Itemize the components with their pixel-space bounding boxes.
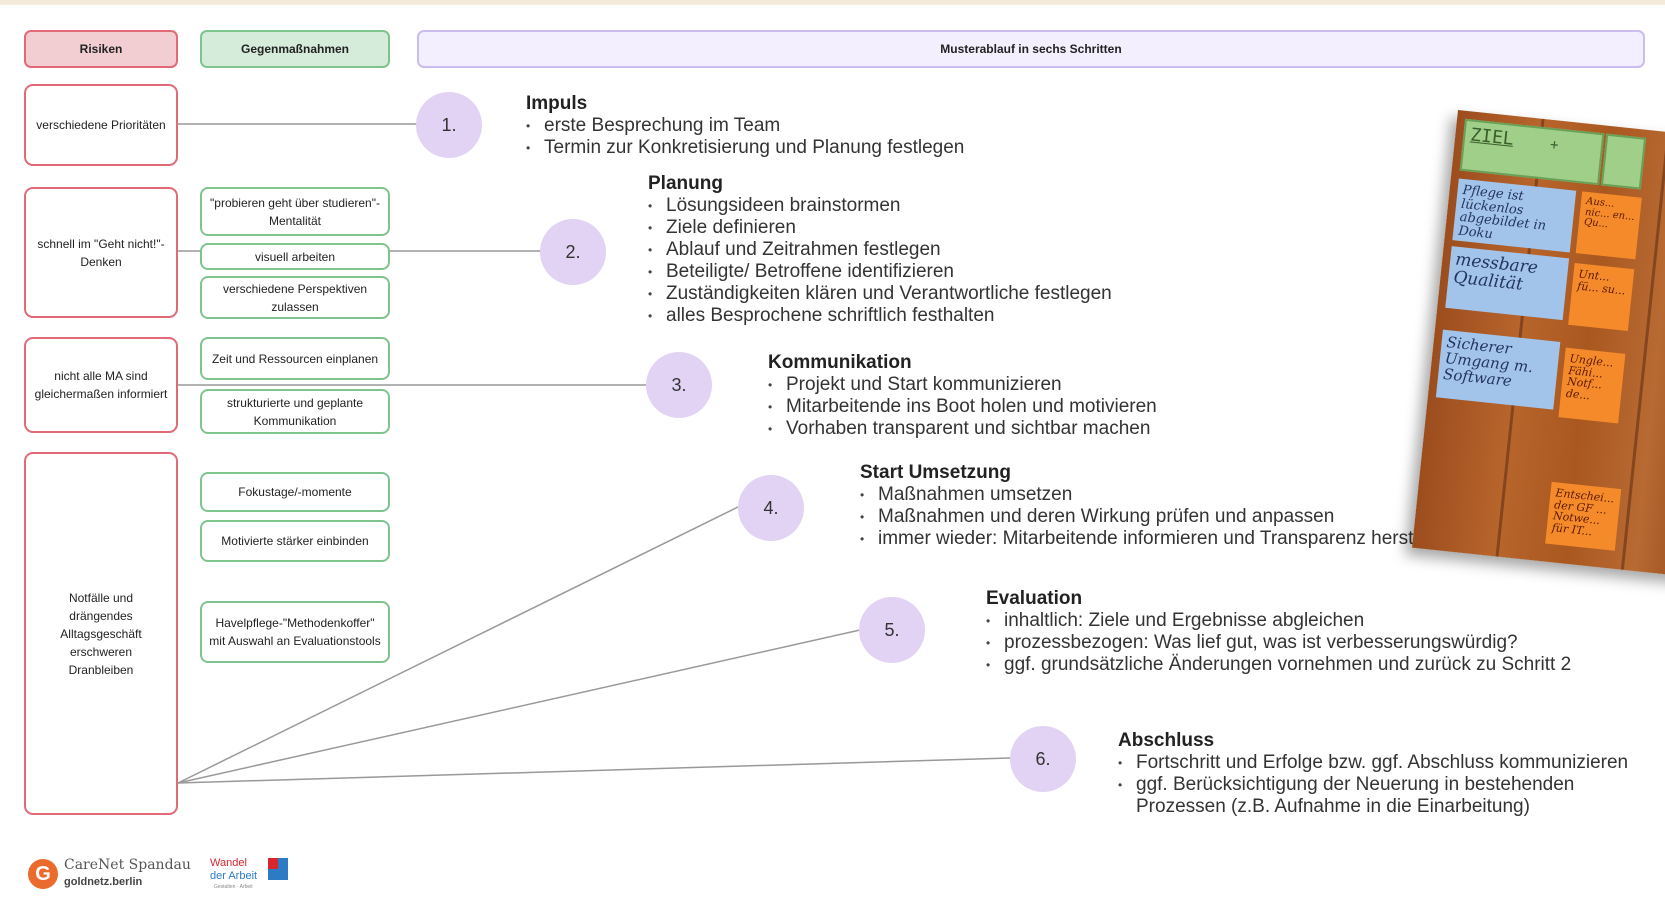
step-2-item: Beteiligte/ Betroffene identifizieren [648,261,1112,283]
step-3-item: Mitarbeitende ins Boot holen und motivie… [768,396,1157,418]
step-6-circle: 6. [1010,726,1076,792]
connector-5 [177,629,861,784]
countermeasure-5: strukturierte und geplante Kommunikation [200,389,390,434]
connector-6 [177,757,1011,784]
step-2-title: Planung [648,173,723,194]
countermeasure-6: Fokustage/-momente [200,472,390,512]
countermeasures-header: Gegenmaßnahmen [200,30,390,68]
step-2-item: Ablauf und Zeitrahmen festlegen [648,239,1112,261]
top-band [0,0,1665,5]
step-3-list: Projekt und Start kommunizieren Mitarbei… [768,374,1157,440]
countermeasure-1: "probieren geht über studieren"-Mentalit… [200,187,390,236]
wandel-logo-line1: Wandel [210,857,247,869]
step-4-item: Maßnahmen umsetzen [860,484,1454,506]
step-1-text: Impuls erste Besprechung im Team Termin … [526,93,964,159]
step-6-list: Fortschritt und Erfolge bzw. ggf. Abschl… [1118,752,1663,818]
flow-header: Musterablauf in sechs Schritten [417,30,1645,68]
step-5-item: prozessbezogen: Was lief gut, was ist ve… [986,632,1571,654]
step-6-item: Fortschritt und Erfolge bzw. ggf. Abschl… [1118,752,1663,774]
note-goal-header: ZIEL + [1459,118,1605,186]
note-orange-4: Entschei... der GF ... Notwe... für IT..… [1545,481,1622,551]
step-2-item: alles Besprochene schriftlich festhalten [648,305,1112,327]
countermeasure-8: Havelpflege-"Methodenkoffer" mit Auswahl… [200,601,390,663]
step-1-item: Termin zur Konkretisierung und Planung f… [526,137,964,159]
sticky-notes-photo: ZIEL + Pflege ist lückenlos abgebildet i… [1412,110,1665,577]
step-1-item: erste Besprechung im Team [526,115,964,137]
step-1-list: erste Besprechung im Team Termin zur Kon… [526,115,964,159]
step-2-list: Lösungsideen brainstormen Ziele definier… [648,195,1112,327]
step-4-item: immer wieder: Mitarbeitende informieren … [860,528,1454,550]
step-1-title: Impuls [526,93,588,114]
note-plus: + [1549,136,1560,154]
step-4-circle: 4. [738,475,804,541]
countermeasure-4: Zeit und Ressourcen einplanen [200,337,390,380]
note-blue-3: Sicherer Umgang m. Software [1435,329,1561,410]
note-orange-3: Ungle... Fähi... Notf... de... [1558,347,1626,424]
wandel-logo-subtitle: Gestalten · Arbeit [214,884,253,890]
note-orange-2: Unt... fü... su... [1568,263,1635,331]
step-5-circle: 5. [859,597,925,663]
note-blue-1: Pflege ist lückenlos abgebildet in Doku [1452,178,1577,253]
goldnetz-logo-text: goldnetz.berlin [64,876,143,888]
step-3-item: Vorhaben transparent und sichtbar machen [768,418,1157,440]
step-5-title: Evaluation [986,588,1083,609]
step-2-item: Zuständigkeiten klären und Verantwortlic… [648,283,1112,305]
wandel-logo-icon-accent [268,858,278,869]
step-2-item: Ziele definieren [648,217,1112,239]
step-3-title: Kommunikation [768,352,912,373]
step-2-item: Lösungsideen brainstormen [648,195,1112,217]
step-1-circle: 1. [416,92,482,158]
carenet-logo-text: CareNet Spandau [64,857,191,873]
countermeasure-7: Motivierte stärker einbinden [200,520,390,562]
step-6-item: ggf. Berücksichtigung der Neuerung in be… [1118,774,1663,818]
step-6-title: Abschluss [1118,730,1215,751]
step-5-item: ggf. grundsätzliche Änderungen vornehmen… [986,654,1571,676]
note-goal-label: ZIEL [1469,124,1515,150]
risk-box-1: verschiedene Prioritäten [24,84,178,166]
step-4-list: Maßnahmen umsetzen Maßnahmen und deren W… [860,484,1454,550]
step-5-text: Evaluation inhaltlich: Ziele und Ergebni… [986,588,1571,676]
risks-header: Risiken [24,30,178,68]
step-6-text: Abschluss Fortschritt und Erfolge bzw. g… [1118,730,1663,818]
step-4-item: Maßnahmen und deren Wirkung prüfen und a… [860,506,1454,528]
step-4-title: Start Umsetzung [860,462,1011,483]
step-3-circle: 3. [646,352,712,418]
note-blue-2: messbare Qualität [1445,246,1570,321]
step-3-text: Kommunikation Projekt und Start kommuniz… [768,352,1157,440]
step-3-item: Projekt und Start kommunizieren [768,374,1157,396]
step-5-item: inhaltlich: Ziele und Ergebnisse abgleic… [986,610,1571,632]
risk-box-3: nicht alle MA sind gleichermaßen informi… [24,337,178,433]
step-4-text: Start Umsetzung Maßnahmen umsetzen Maßna… [860,462,1454,550]
connector-4 [177,506,739,784]
step-2-text: Planung Lösungsideen brainstormen Ziele … [648,173,1112,327]
wandel-logo-line2: der Arbeit [210,870,258,882]
step-5-list: inhaltlich: Ziele und Ergebnisse abgleic… [986,610,1571,676]
risk-box-4: Notfälle und drängendes Alltagsgeschäft … [24,452,178,815]
note-green-partial [1600,133,1647,190]
countermeasure-2: visuell arbeiten [200,243,390,270]
note-orange-1: Aus... nic... en... Qu... [1575,191,1642,260]
risk-box-2: schnell im "Geht nicht!"-Denken [24,187,178,318]
countermeasure-3: verschiedene Perspektiven zulassen [200,276,390,319]
step-2-circle: 2. [540,219,606,285]
goldnetz-logo-icon: G [28,859,58,889]
